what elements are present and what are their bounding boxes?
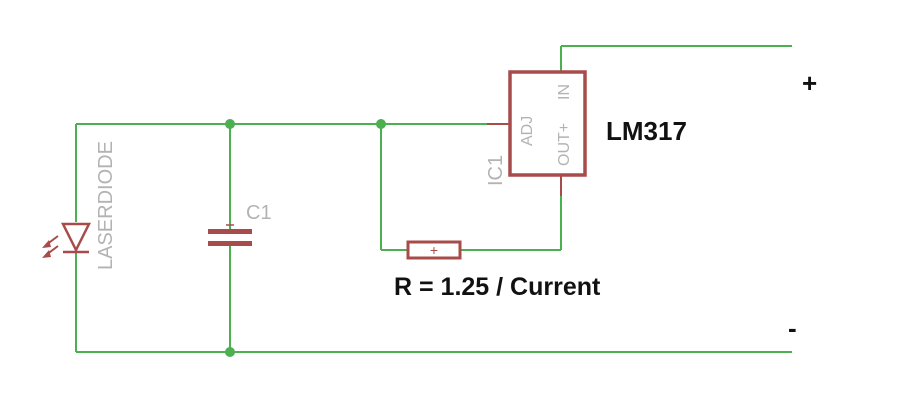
pin-adj-label: ADJ — [519, 116, 536, 146]
resistor-plus-mark: + — [430, 242, 438, 258]
laser-emission-icon — [42, 235, 59, 258]
capacitor-plate-top — [208, 229, 252, 234]
laser-diode — [42, 222, 92, 258]
capacitor-c1 — [208, 224, 252, 246]
junctions — [225, 119, 386, 357]
resistor-formula: R = 1.25 / Current — [394, 273, 601, 301]
capacitor-plate-bottom — [208, 241, 252, 246]
resistor-body — [406, 240, 462, 260]
wires — [75, 45, 792, 353]
regulator-name-label: LM317 — [606, 116, 687, 146]
terminal-negative-label: - — [788, 313, 797, 343]
regulator-lm317: ADJ OUT+ IN IC1 — [485, 70, 587, 196]
junction-dot — [376, 119, 386, 129]
laser-diode-label: LASERDIODE — [95, 141, 117, 270]
regulator-ref-label: IC1 — [485, 155, 507, 186]
pin-in-label: IN — [556, 84, 573, 100]
terminal-positive-label: + — [802, 68, 817, 98]
junction-dot — [225, 119, 235, 129]
junction-dot — [225, 347, 235, 357]
resistor: + — [406, 240, 462, 260]
pin-out-label: OUT+ — [556, 123, 573, 166]
capacitor-ref-label: C1 — [246, 202, 272, 224]
diode-triangle — [60, 222, 92, 253]
